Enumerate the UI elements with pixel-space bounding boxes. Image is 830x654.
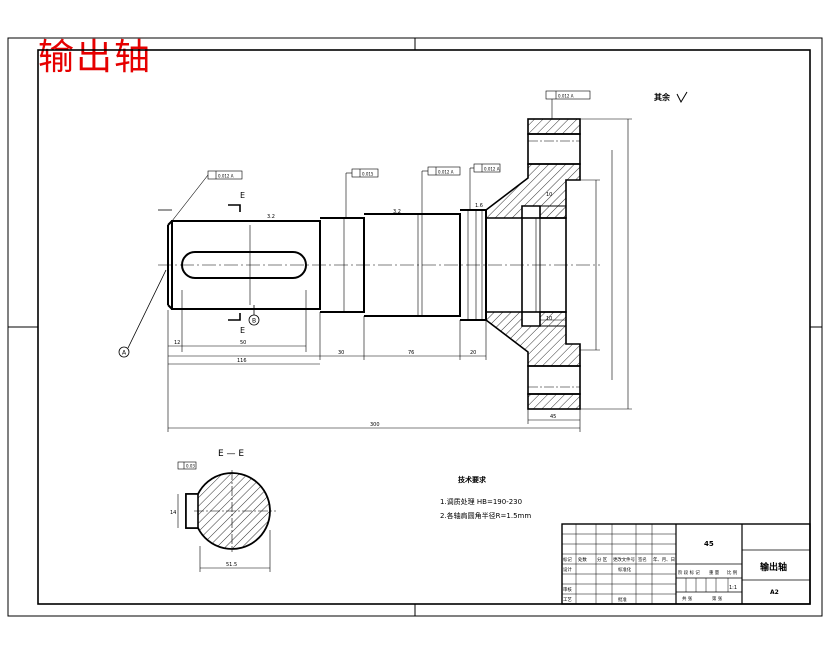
- svg-text:签名: 签名: [638, 556, 647, 563]
- svg-text:0.015: 0.015: [362, 172, 374, 177]
- svg-text:E — E: E — E: [218, 449, 244, 459]
- svg-text:输出轴: 输出轴: [760, 561, 787, 573]
- svg-text:1.6: 1.6: [475, 203, 483, 209]
- svg-text:3.2: 3.2: [393, 209, 401, 215]
- svg-text:B: B: [252, 318, 256, 325]
- section-mark-letters: E E: [240, 191, 245, 335]
- shaft-segment-3: [364, 213, 461, 317]
- length-dimensions: [167, 290, 581, 432]
- general-roughness-note: 其余: [654, 91, 688, 104]
- dimension-labels: 12 50 116 30 76 20 300 45 3.2 3.2 1.6 10…: [174, 192, 556, 428]
- svg-text:10: 10: [546, 316, 552, 322]
- svg-text:45: 45: [550, 414, 556, 420]
- svg-text:20: 20: [470, 350, 476, 356]
- svg-text:76: 76: [408, 350, 414, 356]
- svg-text:第 张: 第 张: [712, 595, 723, 602]
- svg-text:更改文件号: 更改文件号: [613, 556, 636, 563]
- shaft-segment-1: [167, 220, 321, 310]
- shaft-main-view: [158, 118, 600, 410]
- svg-text:阶 段 标 记: 阶 段 标 记: [678, 569, 700, 576]
- shaft-segment-2: [320, 217, 365, 313]
- svg-text:50: 50: [240, 340, 246, 346]
- svg-text:重 量: 重 量: [709, 569, 720, 576]
- svg-text:0.03: 0.03: [186, 464, 195, 469]
- svg-text:0.012 A: 0.012 A: [218, 174, 234, 179]
- svg-text:30: 30: [338, 350, 344, 356]
- gear-rim-upper: [527, 118, 581, 135]
- svg-text:比 例: 比 例: [727, 569, 738, 576]
- svg-text:分 区: 分 区: [597, 556, 608, 563]
- svg-text:0.012 A: 0.012 A: [438, 170, 454, 175]
- svg-text:10: 10: [546, 192, 552, 198]
- svg-text:年、月、日: 年、月、日: [653, 556, 675, 563]
- svg-text:标准化: 标准化: [618, 566, 632, 573]
- svg-text:共 张: 共 张: [682, 595, 693, 602]
- svg-text:0.012 A: 0.012 A: [558, 94, 574, 99]
- svg-text:设计: 设计: [563, 566, 572, 573]
- svg-text:0.012 A: 0.012 A: [484, 167, 500, 172]
- gear-rim-lower: [527, 365, 581, 395]
- tolerance-texts: 0.012 A 0.012 A 0.015 0.012 A 0.012 A 0.…: [186, 94, 574, 469]
- svg-text:处数: 处数: [578, 556, 587, 563]
- svg-text:1:1: 1:1: [729, 585, 737, 591]
- svg-text:300: 300: [370, 422, 380, 428]
- svg-text:工艺: 工艺: [563, 597, 572, 603]
- svg-text:14: 14: [170, 510, 176, 516]
- svg-text:45: 45: [704, 540, 714, 548]
- svg-text:标记: 标记: [563, 556, 572, 563]
- svg-text:批准: 批准: [618, 596, 627, 603]
- shaft-segment-4: [460, 209, 487, 321]
- svg-text:其余: 其余: [654, 92, 671, 102]
- technical-requirements: 技术要求 1.调质处理 HB=190-230 2.各轴肩圆角半径R=1.5mm: [440, 475, 531, 520]
- svg-text:116: 116: [237, 358, 247, 364]
- svg-text:A2: A2: [770, 589, 779, 596]
- section-cut-marks: [228, 204, 241, 321]
- section-view-ee: E — E 51.5 14: [170, 449, 276, 572]
- drawing-red-title: 输出轴: [38, 37, 153, 78]
- svg-text:3.2: 3.2: [267, 214, 275, 220]
- diameter-dimensions: [249, 118, 632, 410]
- datum-letters: A B: [122, 318, 256, 357]
- svg-text:技术要求: 技术要求: [458, 475, 487, 484]
- datum-markers: [118, 209, 260, 358]
- keyway-slot: [181, 251, 307, 279]
- svg-text:1.调质处理 HB=190-230: 1.调质处理 HB=190-230: [440, 497, 522, 506]
- svg-text:E: E: [240, 326, 245, 335]
- svg-text:E: E: [240, 191, 245, 200]
- title-block: [561, 523, 811, 605]
- svg-text:审核: 审核: [563, 586, 572, 593]
- svg-text:51.5: 51.5: [226, 562, 237, 568]
- svg-text:A: A: [122, 350, 127, 357]
- sheet-frame: [7, 37, 823, 617]
- svg-text:2.各轴肩圆角半径R=1.5mm: 2.各轴肩圆角半径R=1.5mm: [440, 511, 531, 520]
- title-block-text: 标记 处数 分 区 更改文件号 签名 年、月、日 设计 标准化 审核 工艺 批准…: [563, 540, 787, 603]
- svg-text:12: 12: [174, 340, 180, 346]
- tolerance-frames: [171, 90, 591, 470]
